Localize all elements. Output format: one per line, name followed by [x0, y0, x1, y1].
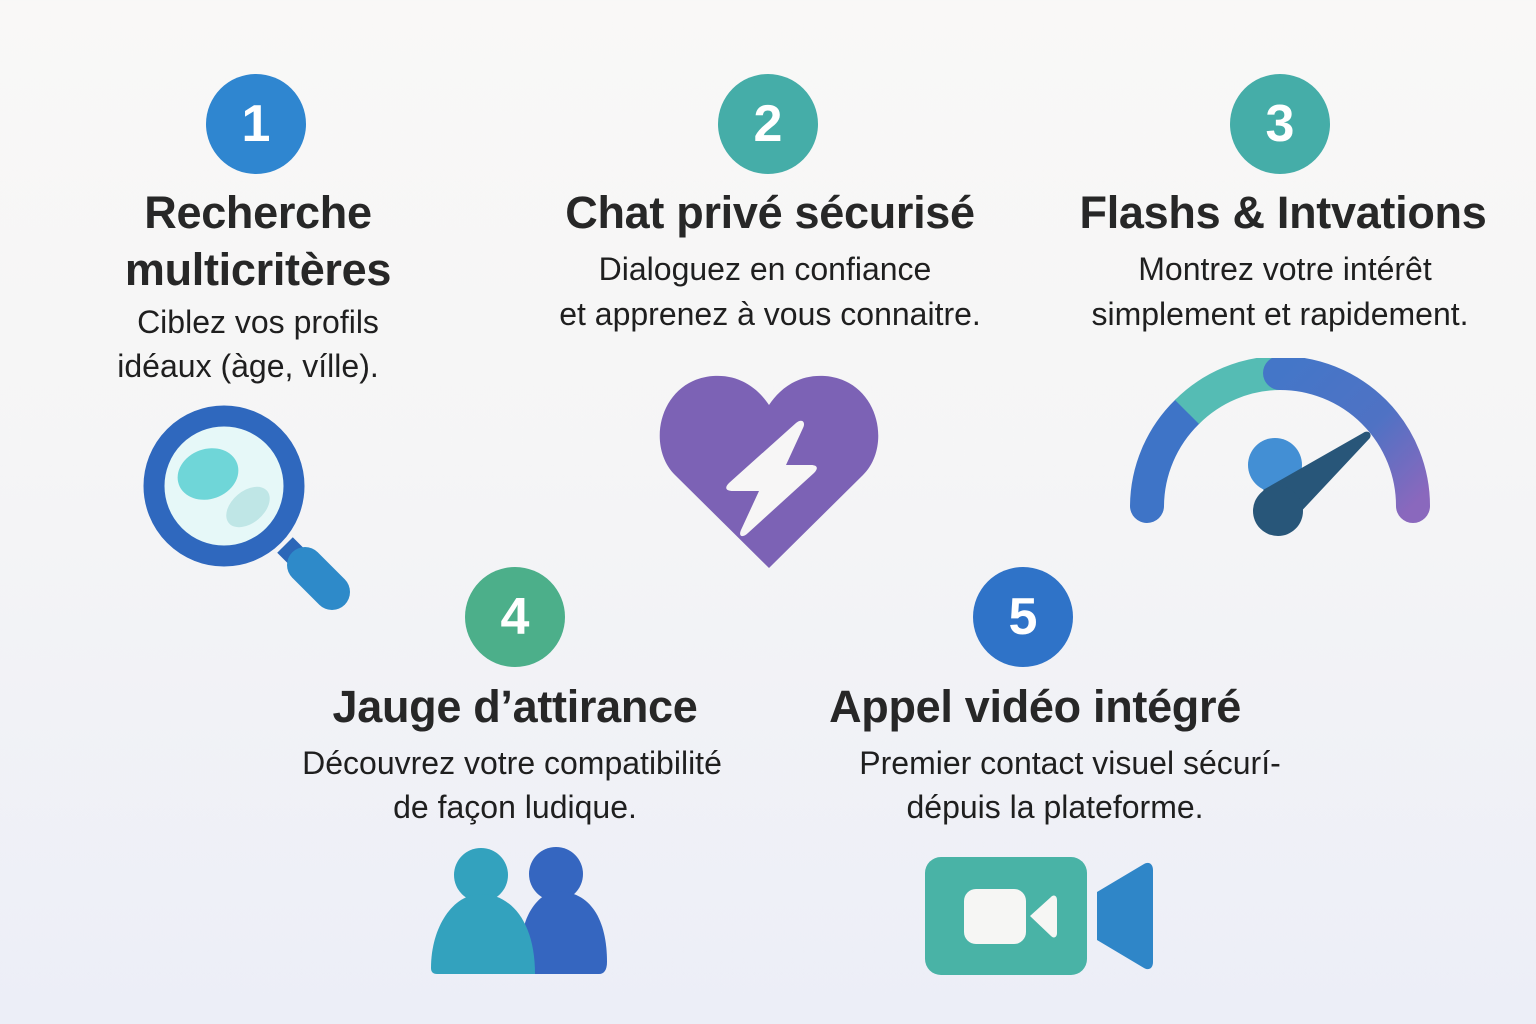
- heart-lightning-icon: [659, 375, 879, 568]
- gauge-icon: [1130, 358, 1430, 536]
- feature-title-line2: multicritères: [124, 244, 392, 295]
- feature-title: Chat privé sécurisé: [565, 187, 975, 238]
- step-badge-5: 5: [973, 567, 1073, 667]
- video-camera-icon: [925, 857, 1153, 975]
- feature-desc-line2: et apprenez à vous connaitre.: [559, 296, 981, 332]
- feature-title: Jauge d’attirance: [332, 681, 698, 732]
- feature-desc-line1: Dialoguez en confiance: [598, 251, 932, 287]
- feature-desc-line1: Ciblez vos profils: [137, 304, 379, 340]
- step-badge-2: 2: [718, 74, 818, 174]
- magnifier-icon: [143, 405, 350, 610]
- step-badge-4: 4: [465, 567, 565, 667]
- two-users-icon: [431, 847, 607, 974]
- feature-desc-line1: Premier contact visuel sécurí-: [859, 745, 1281, 781]
- feature-title: Appel vidéo intégré: [829, 681, 1241, 732]
- step-badge-3: 3: [1230, 74, 1330, 174]
- feature-desc-line2: de façon ludique.: [393, 789, 637, 825]
- feature-desc-line1: Montrez votre intérêt: [1138, 251, 1432, 287]
- feature-desc-line2: simplement et rapidement.: [1091, 296, 1469, 332]
- step-badge-1: 1: [206, 74, 306, 174]
- feature-title-line1: Recherche: [144, 187, 372, 238]
- feature-desc-line2: dépuis la plateforme.: [906, 789, 1204, 825]
- feature-desc-line1: Découvrez votre compatibilité: [302, 745, 722, 781]
- feature-desc-line2: idéaux (àge, vílle).: [117, 348, 379, 384]
- feature-title: Flashs & Intvations: [1079, 187, 1487, 238]
